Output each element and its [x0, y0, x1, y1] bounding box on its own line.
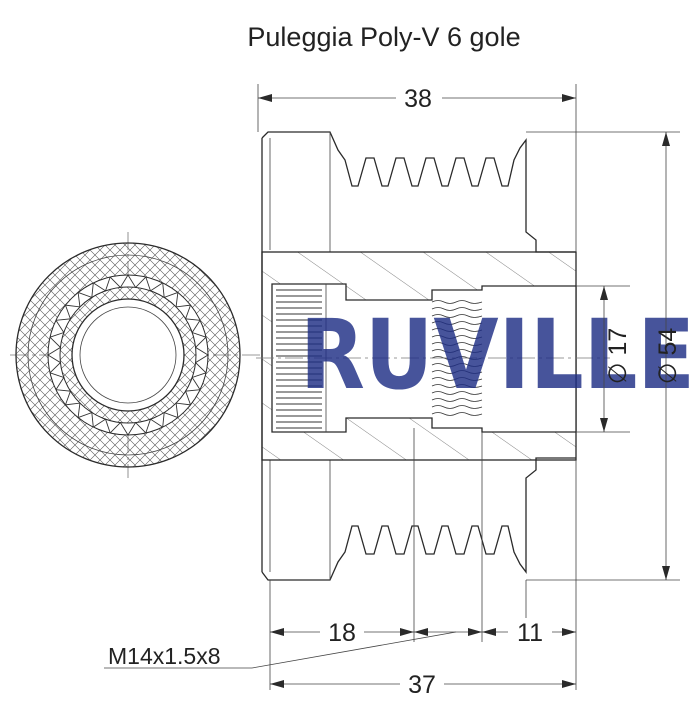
dim-17-label: ∅ 17 [604, 328, 632, 385]
dim-bore-diameter: ∅ 17 [576, 285, 632, 433]
dim-11-label: 11 [517, 619, 543, 647]
thread-line [431, 342, 483, 346]
dim-overall-width: 38 [258, 84, 576, 113]
top-groove-profile [261, 131, 576, 253]
dim-38-label: 38 [404, 85, 432, 113]
dim-segments: 18 11 [270, 618, 576, 647]
thread-line [431, 356, 483, 360]
side-view [256, 84, 610, 690]
dim-outer-diameter: ∅ 54 [526, 131, 682, 581]
front-view [10, 232, 262, 478]
bore-circle [71, 298, 185, 412]
thread-spec-label: M14x1.5x8 [108, 643, 221, 669]
thread-line [431, 363, 483, 367]
dim-18-label: 18 [328, 619, 356, 647]
thread-line [431, 370, 483, 374]
bottom-groove-profile [261, 457, 576, 581]
thread-line [431, 300, 483, 304]
thread-callout: M14x1.5x8 [104, 631, 457, 669]
dim-hub-length: 37 [270, 670, 576, 699]
thread-line [431, 412, 483, 416]
thread-line [431, 391, 483, 395]
thread-line [431, 384, 483, 388]
drawing-title: Puleggia Poly-V 6 gole [247, 22, 520, 52]
thread-line [431, 307, 483, 311]
thread-line [431, 335, 483, 339]
thread-line [431, 314, 483, 318]
bore-splines [276, 289, 322, 429]
thread-line [431, 349, 483, 353]
thread-line [431, 405, 483, 409]
thread-region [431, 300, 483, 416]
brand-watermark: RUVILLE [300, 299, 695, 411]
thread-line [431, 398, 483, 402]
thread-line [431, 321, 483, 325]
dim-54-label: ∅ 54 [654, 328, 682, 385]
thread-line [431, 377, 483, 381]
thread-line [431, 328, 483, 332]
dim-37-label: 37 [408, 671, 436, 699]
